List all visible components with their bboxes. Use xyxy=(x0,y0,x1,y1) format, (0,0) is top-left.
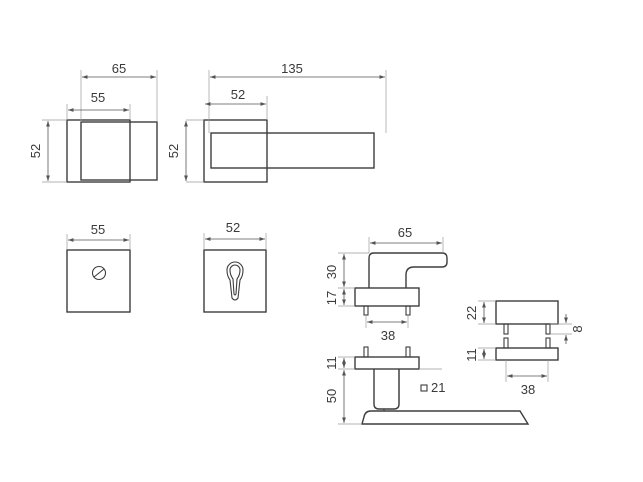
knob-height-label: 52 xyxy=(28,144,43,158)
side-rose-outline xyxy=(354,287,420,307)
side-lever-height-label: 30 xyxy=(324,265,339,279)
section-pin-right xyxy=(405,346,411,358)
side-lever-outline xyxy=(368,252,448,288)
lever-height-label: 52 xyxy=(166,144,181,158)
lever-grip-outline xyxy=(210,132,375,169)
knob-rose-outline xyxy=(66,119,131,183)
section-rose-height-label: 11 xyxy=(324,356,339,370)
rose-side-height-label: 22 xyxy=(464,306,479,320)
section-rose-outline xyxy=(354,356,420,370)
rose-side-base-outline xyxy=(495,347,559,361)
wc-slot-icon xyxy=(93,268,105,278)
knob-body-outline xyxy=(80,121,158,181)
pz-rose-view: 52 xyxy=(203,220,267,313)
square-spindle-icon xyxy=(420,384,428,392)
wc-turn-knob-icon xyxy=(91,265,107,281)
knob-section-view: 11 50 21 xyxy=(324,346,530,425)
wc-rose-view: 55 xyxy=(66,222,131,313)
section-neck-outline xyxy=(373,369,400,410)
section-neck-height-label: 50 xyxy=(324,389,339,403)
section-base-plate-outline xyxy=(361,410,530,425)
square-spindle-label: 21 xyxy=(431,380,445,395)
side-pin-right xyxy=(405,305,411,316)
side-pin-left xyxy=(363,305,369,316)
wc-rose-outline xyxy=(66,249,131,313)
rose-side-pin-offset-label: 8 xyxy=(570,325,585,332)
side-lever-width-label: 65 xyxy=(398,225,412,240)
rose-side-base-pin-right xyxy=(545,337,551,349)
pz-rose-width-label: 52 xyxy=(226,220,240,235)
side-pin-spacing-label: 38 xyxy=(381,328,395,343)
rose-side-view: 22 11 8 38 xyxy=(464,300,585,397)
rose-side-pin-right xyxy=(545,323,551,335)
knob-rose-width-label: 55 xyxy=(91,90,105,105)
rose-side-top-outline xyxy=(495,300,559,325)
pz-rose-outline xyxy=(203,249,267,313)
keyhole-icon xyxy=(226,261,244,301)
wc-rose-width-label: 55 xyxy=(91,222,105,237)
rose-side-base-height-label: 11 xyxy=(464,348,479,362)
section-pin-left xyxy=(363,346,369,358)
rose-side-pin-spacing-label: 38 xyxy=(521,382,535,397)
knob-front-view: 65 55 52 xyxy=(28,61,158,183)
lever-length-label: 135 xyxy=(281,61,303,76)
lever-rose-width-label: 52 xyxy=(231,87,245,102)
lever-front-view: 135 52 52 xyxy=(166,61,387,183)
side-rose-height-label: 17 xyxy=(324,291,339,305)
lever-rose-outline xyxy=(203,119,268,183)
keyhole-inner-icon xyxy=(229,264,241,296)
knob-width-label: 65 xyxy=(112,61,126,76)
rose-side-pin-left xyxy=(503,323,509,335)
lever-side-view: 65 30 17 38 xyxy=(324,225,448,343)
rose-side-base-pin-left xyxy=(503,337,509,349)
